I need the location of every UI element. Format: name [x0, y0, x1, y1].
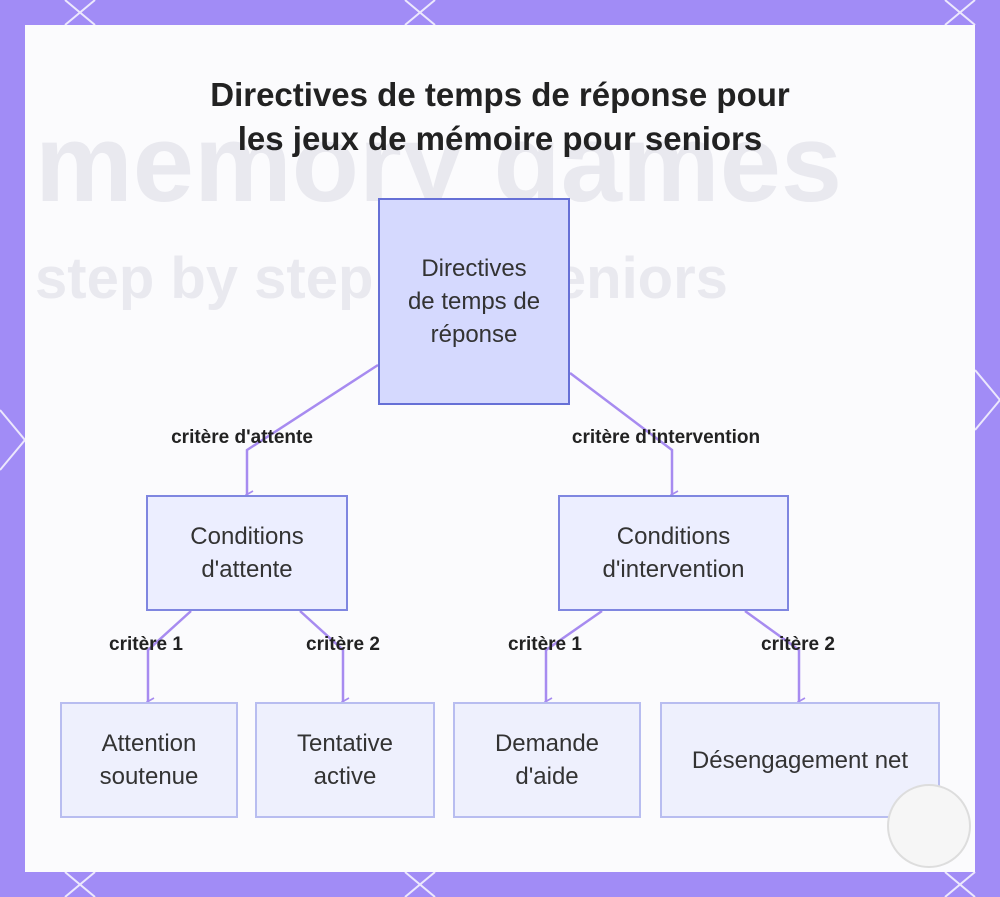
edge-waiting-attention	[148, 610, 192, 702]
node-waiting-label: Conditions d'attente	[190, 523, 304, 583]
node-tentative-active: Tentative active	[255, 702, 435, 818]
edge-intervention-help	[546, 609, 603, 702]
title-line-1: Directives de temps de réponse pour	[210, 76, 790, 113]
node-disengage-label: Désengagement net	[691, 746, 909, 774]
diagram-panel: memory games step by step with seniors D…	[25, 25, 975, 872]
title-line-2: les jeux de mémoire pour seniors	[237, 120, 763, 157]
edge-label-root-intervention: critère d'intervention	[571, 427, 761, 448]
diagram-edges	[25, 363, 975, 872]
watermark-logo	[887, 784, 971, 868]
edge-label-root-waiting: critère d'attente	[171, 427, 313, 448]
edge-label-waiting-c1: critère 1	[109, 634, 183, 655]
edge-label-intervention-c1: critère 1	[508, 634, 582, 655]
node-root: Directives de temps de réponse	[378, 198, 570, 405]
node-desengagement-net: Désengagement net	[660, 702, 940, 818]
node-help-label: Demande d'aide	[494, 730, 600, 790]
edge-root-waiting	[247, 363, 379, 495]
diagram-title: Directives de temps de réponse pour les …	[25, 73, 975, 161]
node-intervention-label: Conditions d'intervention	[602, 523, 745, 583]
edge-root-intervention	[569, 372, 672, 495]
edge-label-waiting-c2: critère 2	[306, 634, 380, 655]
edge-intervention-disengage	[744, 609, 799, 702]
node-attention-label: Attention soutenue	[99, 730, 199, 790]
node-attention-soutenue: Attention soutenue	[60, 702, 238, 818]
edge-waiting-tentative	[299, 610, 343, 702]
node-root-label: Directives de temps de réponse	[407, 255, 541, 348]
node-demande-aide: Demande d'aide	[453, 702, 641, 818]
node-tentative-label: Tentative active	[296, 730, 394, 790]
node-intervention-conditions: Conditions d'intervention	[558, 495, 789, 611]
edge-label-intervention-c2: critère 2	[761, 634, 835, 655]
node-waiting-conditions: Conditions d'attente	[146, 495, 348, 611]
